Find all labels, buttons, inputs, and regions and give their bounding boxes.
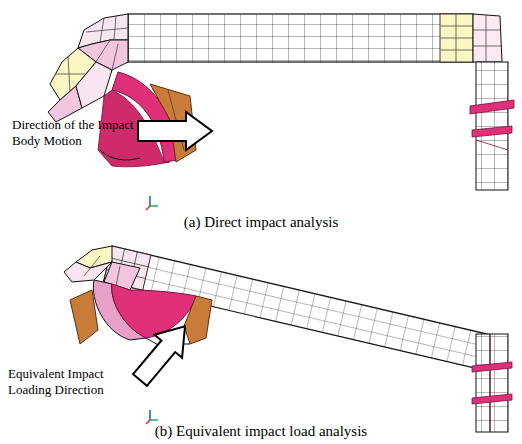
subfigure-caption: (a) Direct impact analysis	[0, 213, 522, 232]
callout-label: Equivalent Impact Loading Direction	[8, 366, 124, 399]
direct-impact-model	[48, 14, 514, 210]
equivalent-load-model	[64, 246, 512, 432]
subfigure-caption: (b) Equivalent impact load analysis	[0, 422, 522, 441]
callout-label: Direction of the Impact Body Motion	[12, 117, 136, 150]
